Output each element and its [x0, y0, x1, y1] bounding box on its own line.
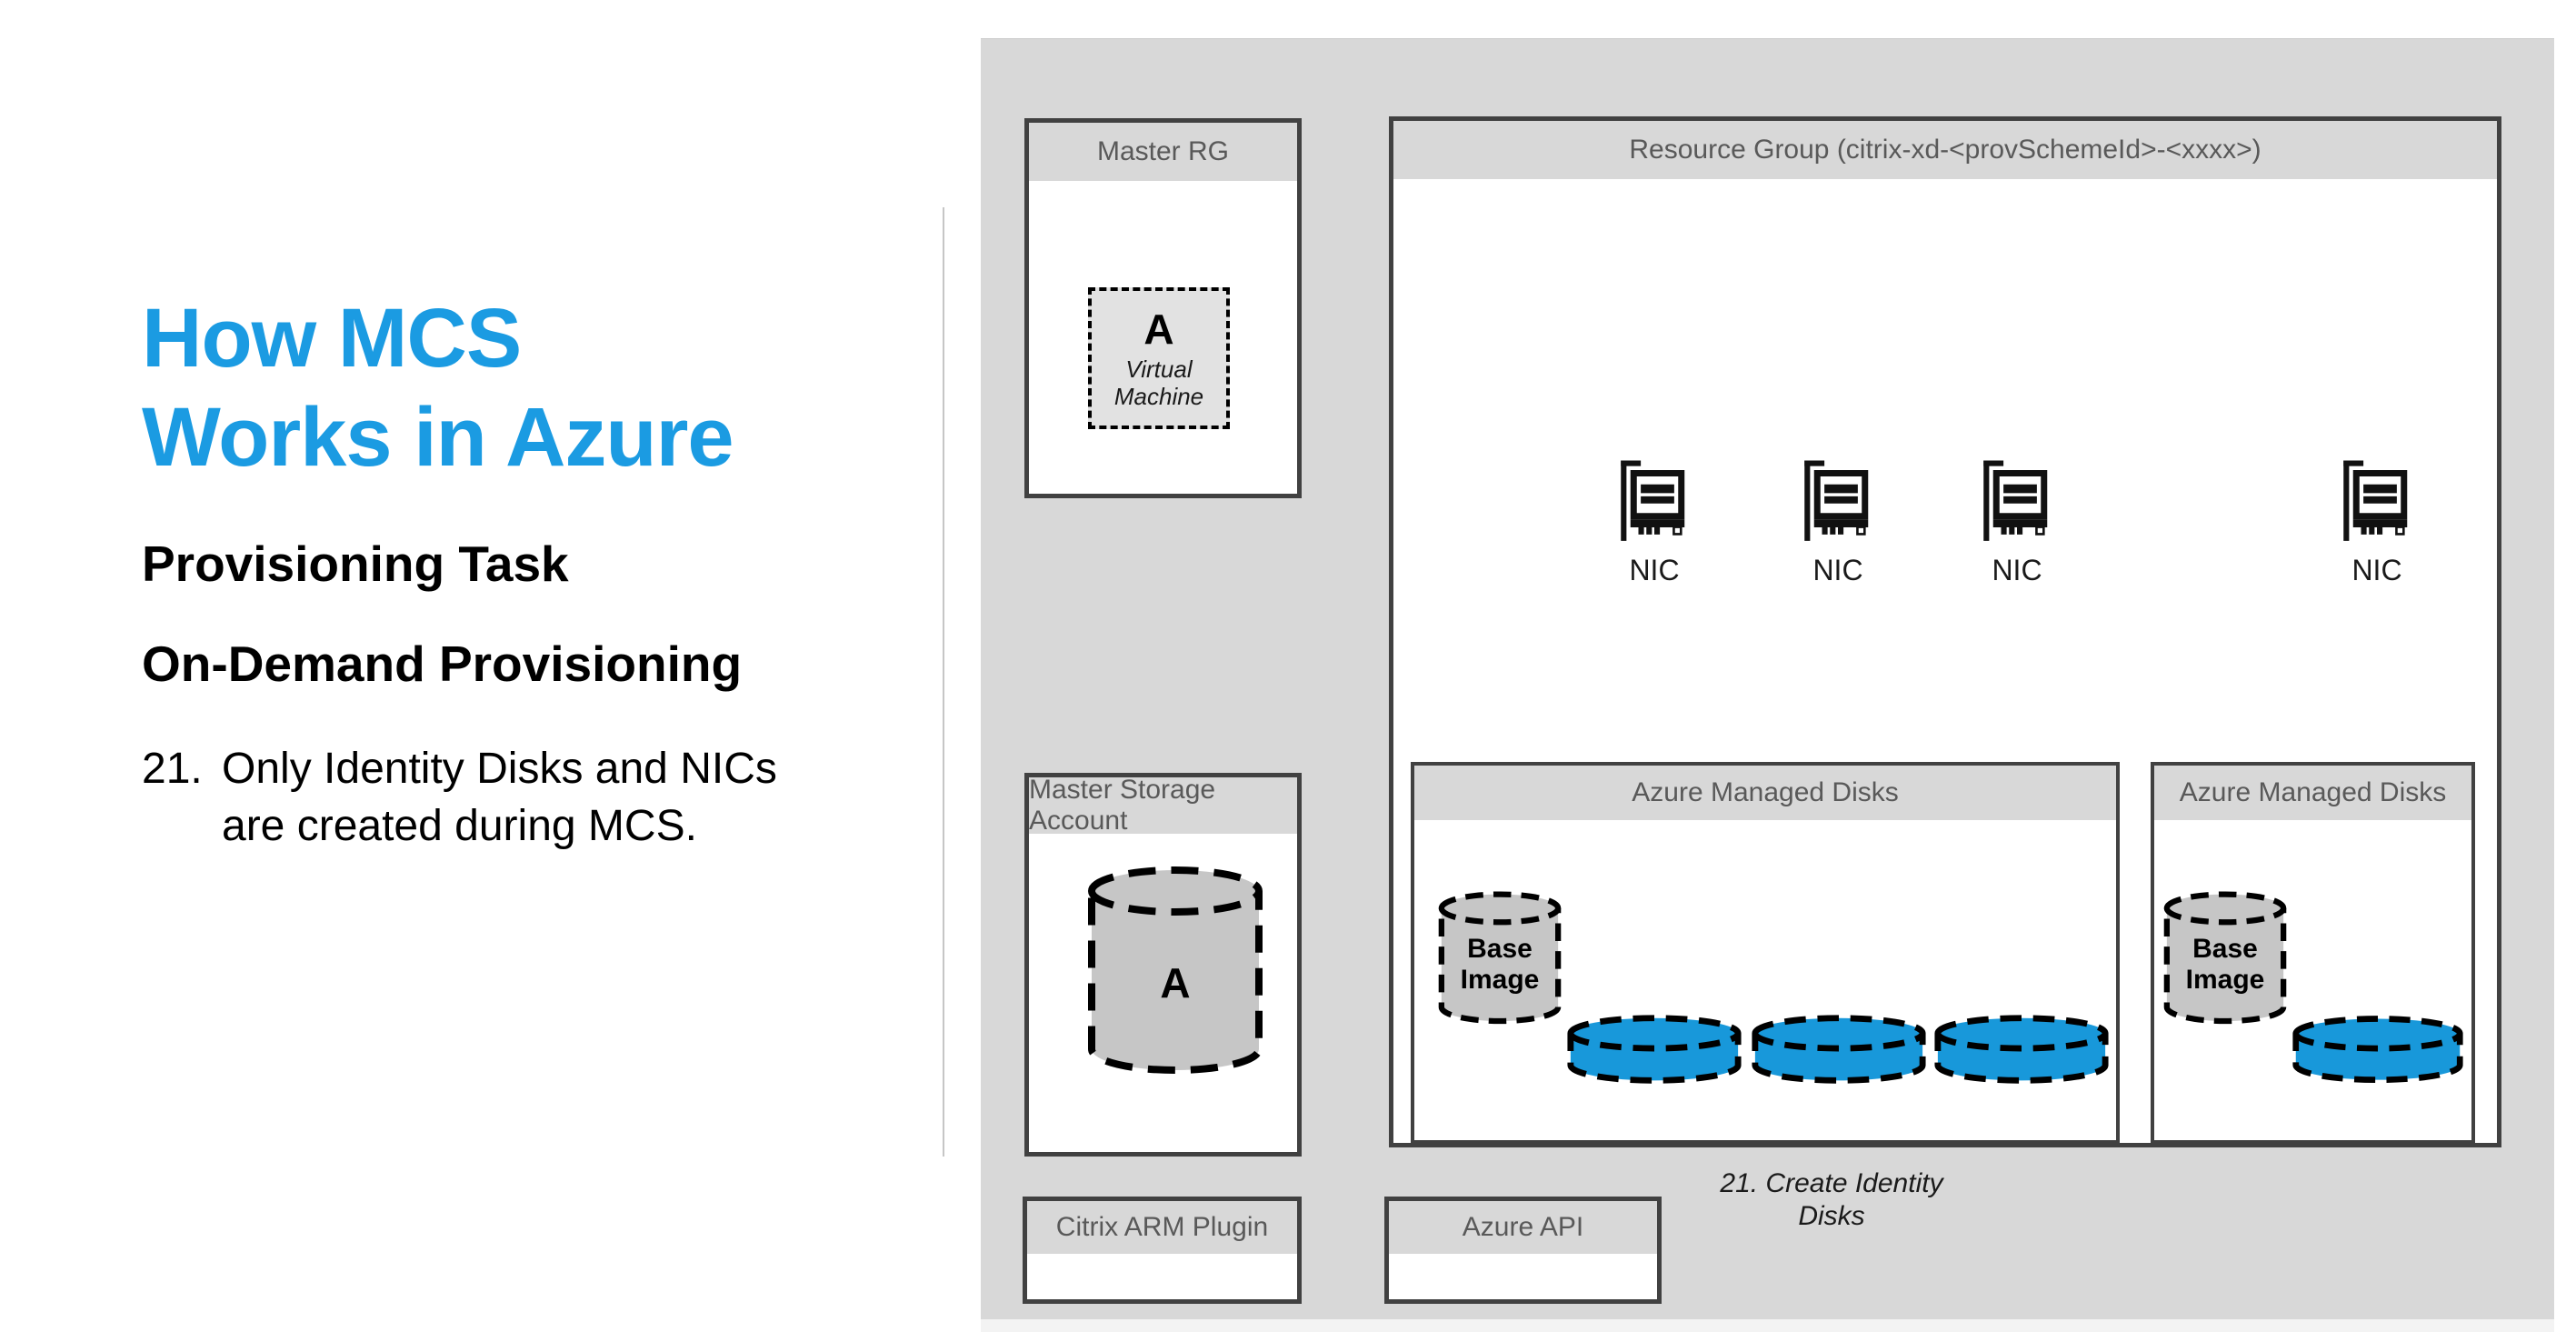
master-rg-box: Master RG [1024, 118, 1302, 498]
base-image-cylinder-right: Base Image [2162, 889, 2289, 1027]
master-storage-account-header: Master Storage Account [1029, 775, 1297, 836]
nic-label: NIC [1992, 554, 2042, 586]
azure-managed-disks-right-header: Azure Managed Disks [2154, 766, 2471, 820]
vm-label: Virtual Machine [1113, 356, 1204, 410]
master-image-cylinder: A [1083, 862, 1267, 1080]
subtitle-on-demand-provisioning: On-Demand Provisioning [142, 636, 743, 692]
bullet-number: 21. [142, 745, 203, 793]
step-caption-line1: 21. Create Identity [1720, 1168, 1943, 1198]
subtitle-provisioning-task: Provisioning Task [142, 536, 569, 592]
nic-card-icon [1804, 460, 1869, 541]
panel-bottom-strip [981, 1319, 2554, 1332]
nic-label: NIC [1812, 554, 1863, 586]
bullet-text: Only Identity Disks and NICs are created… [222, 745, 777, 850]
master-image-letter: A [1160, 959, 1191, 1007]
page-title-line1: How MCS [142, 292, 522, 385]
nic-node-2: NIC [1796, 457, 1880, 587]
step-caption: 21. Create Identity Disks [1704, 1167, 1959, 1233]
nic-card-icon [1621, 460, 1685, 541]
azure-api-box: Azure API [1384, 1197, 1662, 1304]
page-title-line2: Works in Azure [142, 391, 734, 484]
resource-group-header: Resource Group (citrix-xd-<provSchemeId>… [1393, 121, 2497, 179]
vm-letter: A [1143, 305, 1174, 353]
vertical-divider [943, 207, 944, 1157]
identity-disk-icon [1932, 1011, 2111, 1091]
azure-api-header: Azure API [1389, 1201, 1657, 1254]
nic-node-3: NIC [1975, 457, 2059, 587]
step-caption-line2: Disks [1798, 1201, 1865, 1231]
nic-card-icon [2343, 460, 2408, 541]
identity-disk-icon [1750, 1011, 1928, 1091]
nic-label: NIC [2351, 554, 2402, 586]
disk-cylinder-icon [2163, 891, 2287, 1025]
azure-managed-disks-left-header: Azure Managed Disks [1414, 766, 2116, 820]
nic-card-icon [1983, 460, 2048, 541]
nic-node-4: NIC [2335, 457, 2419, 587]
base-image-cylinder-left: Base Image [1436, 889, 1563, 1027]
citrix-arm-plugin-header: Citrix ARM Plugin [1027, 1201, 1297, 1254]
base-image-label: Base Image [2185, 934, 2265, 995]
disk-cylinder-icon [1438, 891, 1562, 1025]
citrix-arm-plugin-box: Citrix ARM Plugin [1023, 1197, 1302, 1304]
nic-node-1: NIC [1612, 457, 1696, 587]
identity-disk-icon [1565, 1011, 1743, 1091]
page-title: How MCS Works in Azure [142, 289, 734, 487]
disk-cylinder-icon [1088, 866, 1263, 1074]
base-image-label: Base Image [1460, 934, 1540, 995]
bullet-item-21: 21. Only Identity Disks and NICs are cre… [142, 740, 804, 855]
nic-label: NIC [1629, 554, 1680, 586]
master-rg-header: Master RG [1029, 123, 1297, 181]
virtual-machine-node: A Virtual Machine [1088, 287, 1230, 429]
identity-disk-icon [2291, 1011, 2465, 1091]
